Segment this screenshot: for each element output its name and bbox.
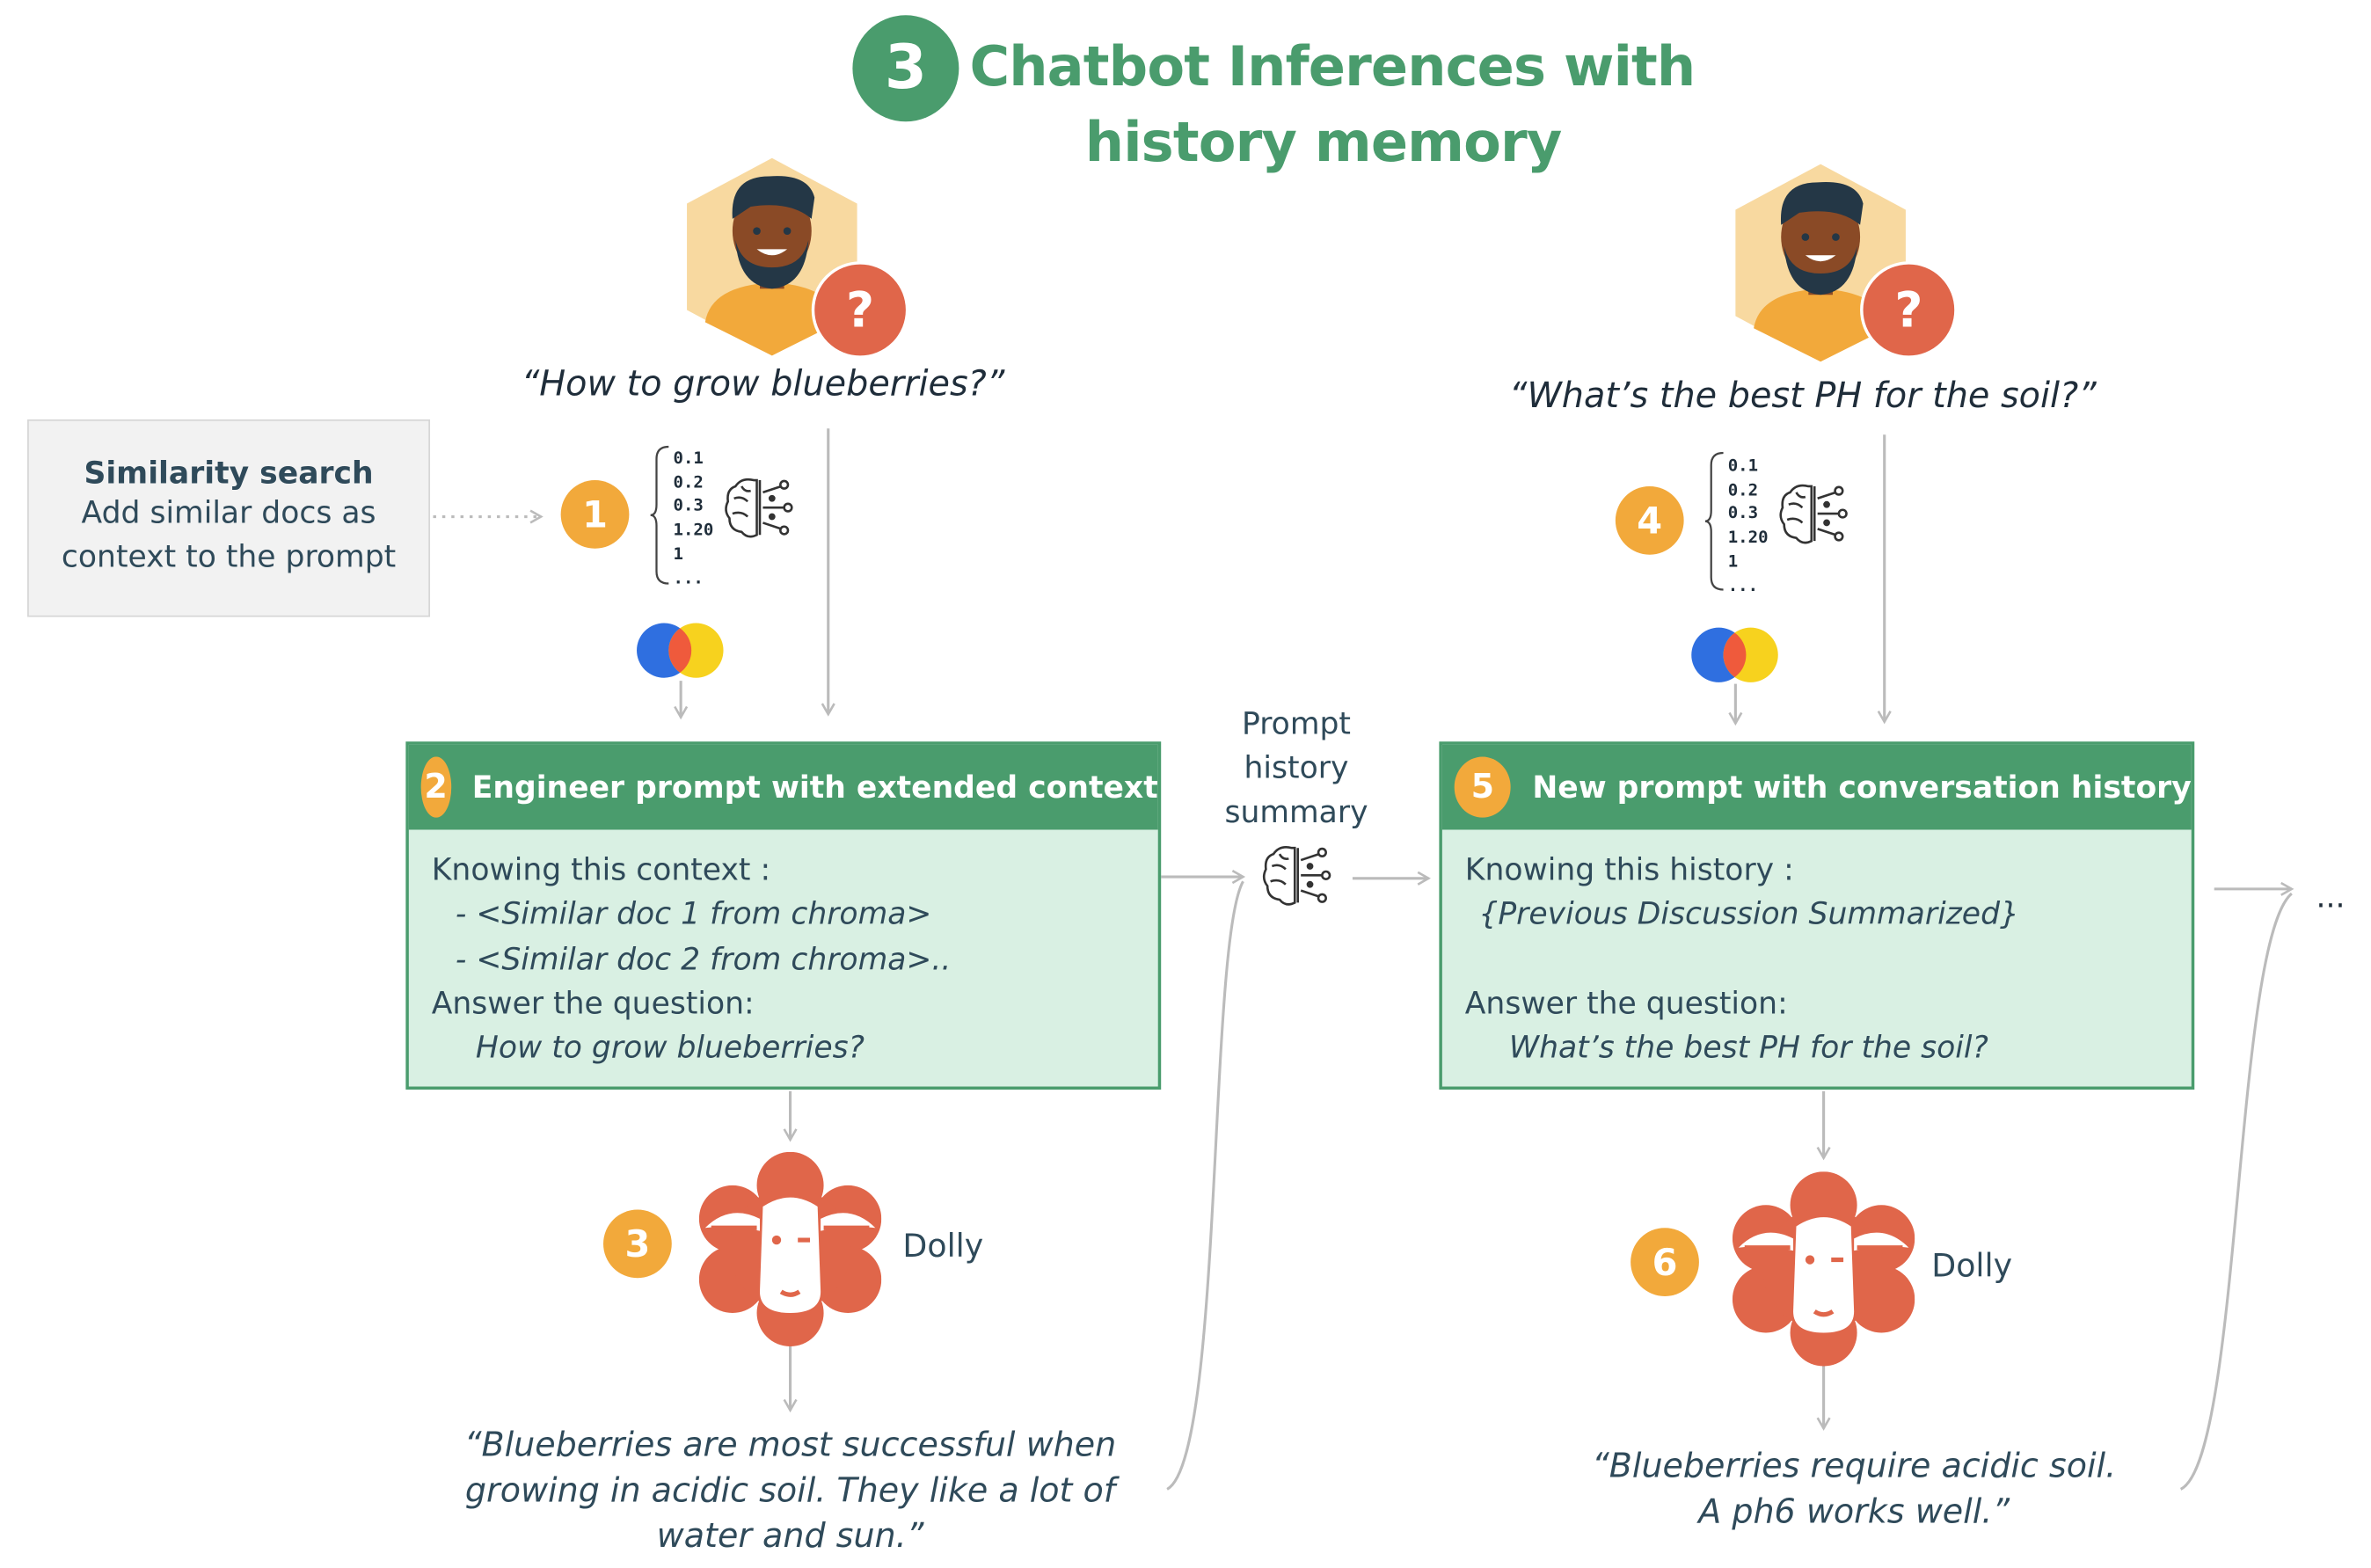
vector-value: ... <box>673 567 704 587</box>
prompt-history-summary-label: Prompt history summary <box>1224 704 1368 830</box>
vector-value: 1.20 <box>673 520 714 540</box>
step-2-badge: 2 <box>420 756 451 818</box>
title-line-1: Chatbot Inferences with <box>969 36 1696 99</box>
step-4-badge: 4 <box>1615 485 1684 555</box>
vector-value: 1 <box>1727 551 1739 572</box>
engineered-prompt-box: 2 Engineer prompt with extended context … <box>405 741 1162 1090</box>
title-number-badge: 3 <box>852 15 959 122</box>
vector-value: 0.1 <box>673 448 704 469</box>
history-prompt-box: 5 New prompt with conversation history K… <box>1439 741 2195 1090</box>
answer-line: “Blueberries require acidic soil. <box>1592 1448 2117 1486</box>
embedding-vector-right: 0.1 0.2 0.3 1.20 1 ... <box>1728 455 1769 598</box>
answer-line: “Blueberries are most successful when <box>463 1426 1117 1465</box>
similarity-search-line2: context to the prompt <box>61 537 397 575</box>
similarity-search-line1: Add similar docs as <box>81 493 376 531</box>
model-label-right: Dolly <box>1931 1247 2013 1285</box>
vector-value: 1 <box>673 543 683 564</box>
engineered-prompt-body: Knowing this context : - <Similar doc 1 … <box>409 829 1158 1089</box>
embedding-logo-icon <box>1691 627 1778 682</box>
answer-left: “Blueberries are most successful when gr… <box>411 1424 1171 1561</box>
similarity-search-heading: Similarity search <box>84 454 374 492</box>
question-badge-icon: ? <box>811 261 909 359</box>
step-6-badge: 6 <box>1631 1228 1699 1296</box>
vector-value: 0.3 <box>1727 503 1759 524</box>
engineered-prompt-title: Engineer prompt with extended context <box>471 769 1158 806</box>
history-prompt-header: 5 New prompt with conversation history <box>1441 744 2192 830</box>
dolly-sheep-icon <box>698 1151 882 1347</box>
prompt-line: - <Similar doc 2 from chroma>.. <box>435 939 952 977</box>
answer-right: “Blueberries require acidic soil. A ph6 … <box>1535 1445 2173 1536</box>
question-badge-icon: ? <box>1860 261 1958 359</box>
prompt-line: Answer the question: <box>431 984 755 1022</box>
prompt-line: How to grow blueberries? <box>475 1029 865 1066</box>
brain-network-icon <box>1262 846 1331 906</box>
prompt-line-spacer <box>1465 937 2169 981</box>
user-question-left: “How to grow blueberries?” <box>521 364 1005 405</box>
step-3-badge: 3 <box>603 1209 672 1279</box>
vector-value: 1.20 <box>1727 527 1769 548</box>
brain-network-icon <box>725 478 793 538</box>
history-prompt-body: Knowing this history : {Previous Discuss… <box>1442 829 2192 1089</box>
continuation-ellipsis: ... <box>2316 878 2345 915</box>
title-line-2: history memory <box>1084 112 1563 175</box>
vector-bracket-icon <box>650 445 669 585</box>
prompt-line: What’s the best PH for the soil? <box>1508 1029 1988 1066</box>
curve-answer-continue <box>2179 892 2293 1491</box>
vector-value: ... <box>1727 575 1759 595</box>
prompt-line: {Previous Discussion Summarized} <box>1478 895 2019 932</box>
step-1-badge: 1 <box>560 480 630 549</box>
vector-value: 0.2 <box>673 471 704 492</box>
step-5-badge: 5 <box>1454 756 1512 818</box>
prompt-line: Answer the question: <box>1464 984 1788 1022</box>
title-number: 3 <box>884 33 927 104</box>
prompt-line: - <Similar doc 1 from chroma> <box>435 895 932 932</box>
vector-value: 0.2 <box>1727 479 1759 500</box>
embedding-logo-icon <box>637 623 724 678</box>
vector-value: 0.1 <box>1727 456 1759 476</box>
history-prompt-title: New prompt with conversation history <box>1532 769 2192 806</box>
embedding-vector-left: 0.1 0.2 0.3 1.20 1 ... <box>674 447 714 590</box>
similarity-search-box: Similarity search Add similar docs as co… <box>27 419 431 617</box>
engineered-prompt-header: 2 Engineer prompt with extended context <box>408 744 1158 830</box>
answer-line: A ph6 works well.” <box>1698 1493 2010 1532</box>
model-label-left: Dolly <box>902 1228 984 1265</box>
dolly-sheep-icon <box>1732 1171 1915 1367</box>
vector-bracket-icon <box>1704 451 1724 591</box>
answer-line: growing in acidic soil. They like a lot … <box>464 1472 1116 1511</box>
user-question-right: “What’s the best PH for the soil?” <box>1508 376 2097 417</box>
answer-line: water and sun.” <box>656 1518 924 1557</box>
prompt-line: Knowing this context : <box>431 850 771 888</box>
prompt-line: Knowing this history : <box>1464 850 1794 888</box>
vector-value: 0.3 <box>673 496 704 516</box>
brain-network-icon <box>1779 484 1848 544</box>
curve-answer-summary <box>1166 880 1244 1491</box>
